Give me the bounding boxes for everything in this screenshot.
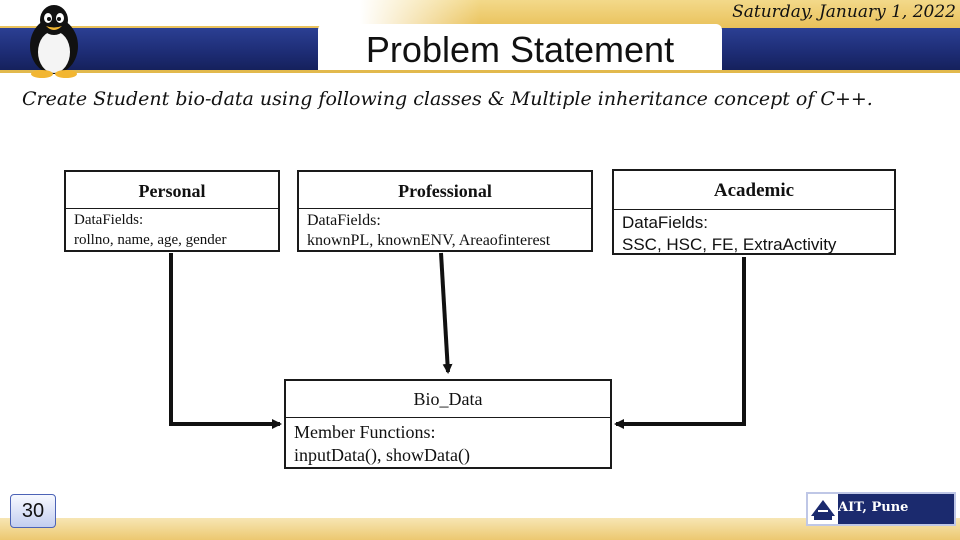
class-section-label: DataFields: xyxy=(622,213,708,232)
class-methods: inputData(), showData() xyxy=(294,445,470,465)
class-section-label: DataFields: xyxy=(74,212,144,228)
ait-emblem-icon xyxy=(808,494,838,524)
class-name: Bio_Data xyxy=(286,381,610,418)
class-section-label: Member Functions: xyxy=(294,422,436,442)
header-divider xyxy=(0,70,960,73)
slide-date: Saturday, January 1, 2022 xyxy=(732,2,956,22)
class-section-label: DataFields: xyxy=(307,212,381,229)
edge-academic-to-biodata xyxy=(614,257,746,429)
footer-band xyxy=(0,518,960,540)
class-fields: rollno, name, age, gender xyxy=(74,232,227,248)
slide-title: Problem Statement xyxy=(365,29,675,70)
class-fields: SSC, HSC, FE, ExtraActivity xyxy=(622,235,837,254)
problem-description: Create Student bio-data using following … xyxy=(22,88,873,110)
class-box-academic: Academic DataFields: SSC, HSC, FE, Extra… xyxy=(612,169,896,255)
title-tab xyxy=(318,24,722,70)
class-box-personal: Personal DataFields: rollno, name, age, … xyxy=(64,170,280,252)
edge-personal-to-biodata xyxy=(169,253,282,429)
class-box-biodata: Bio_Data Member Functions: inputData(), … xyxy=(284,379,612,469)
class-name: Academic xyxy=(614,171,894,210)
logo-text: AIT, Pune xyxy=(838,500,909,515)
edge-professional-to-biodata xyxy=(439,252,453,374)
class-name: Personal xyxy=(66,172,278,209)
class-fields: knownPL, knownENV, Areaofinterest xyxy=(307,232,551,249)
slide-number: 30 xyxy=(10,494,56,528)
class-name: Professional xyxy=(299,172,591,209)
penguin-icon xyxy=(30,5,78,78)
header-white-band xyxy=(0,0,480,26)
class-box-professional: Professional DataFields: knownPL, knownE… xyxy=(297,170,593,252)
